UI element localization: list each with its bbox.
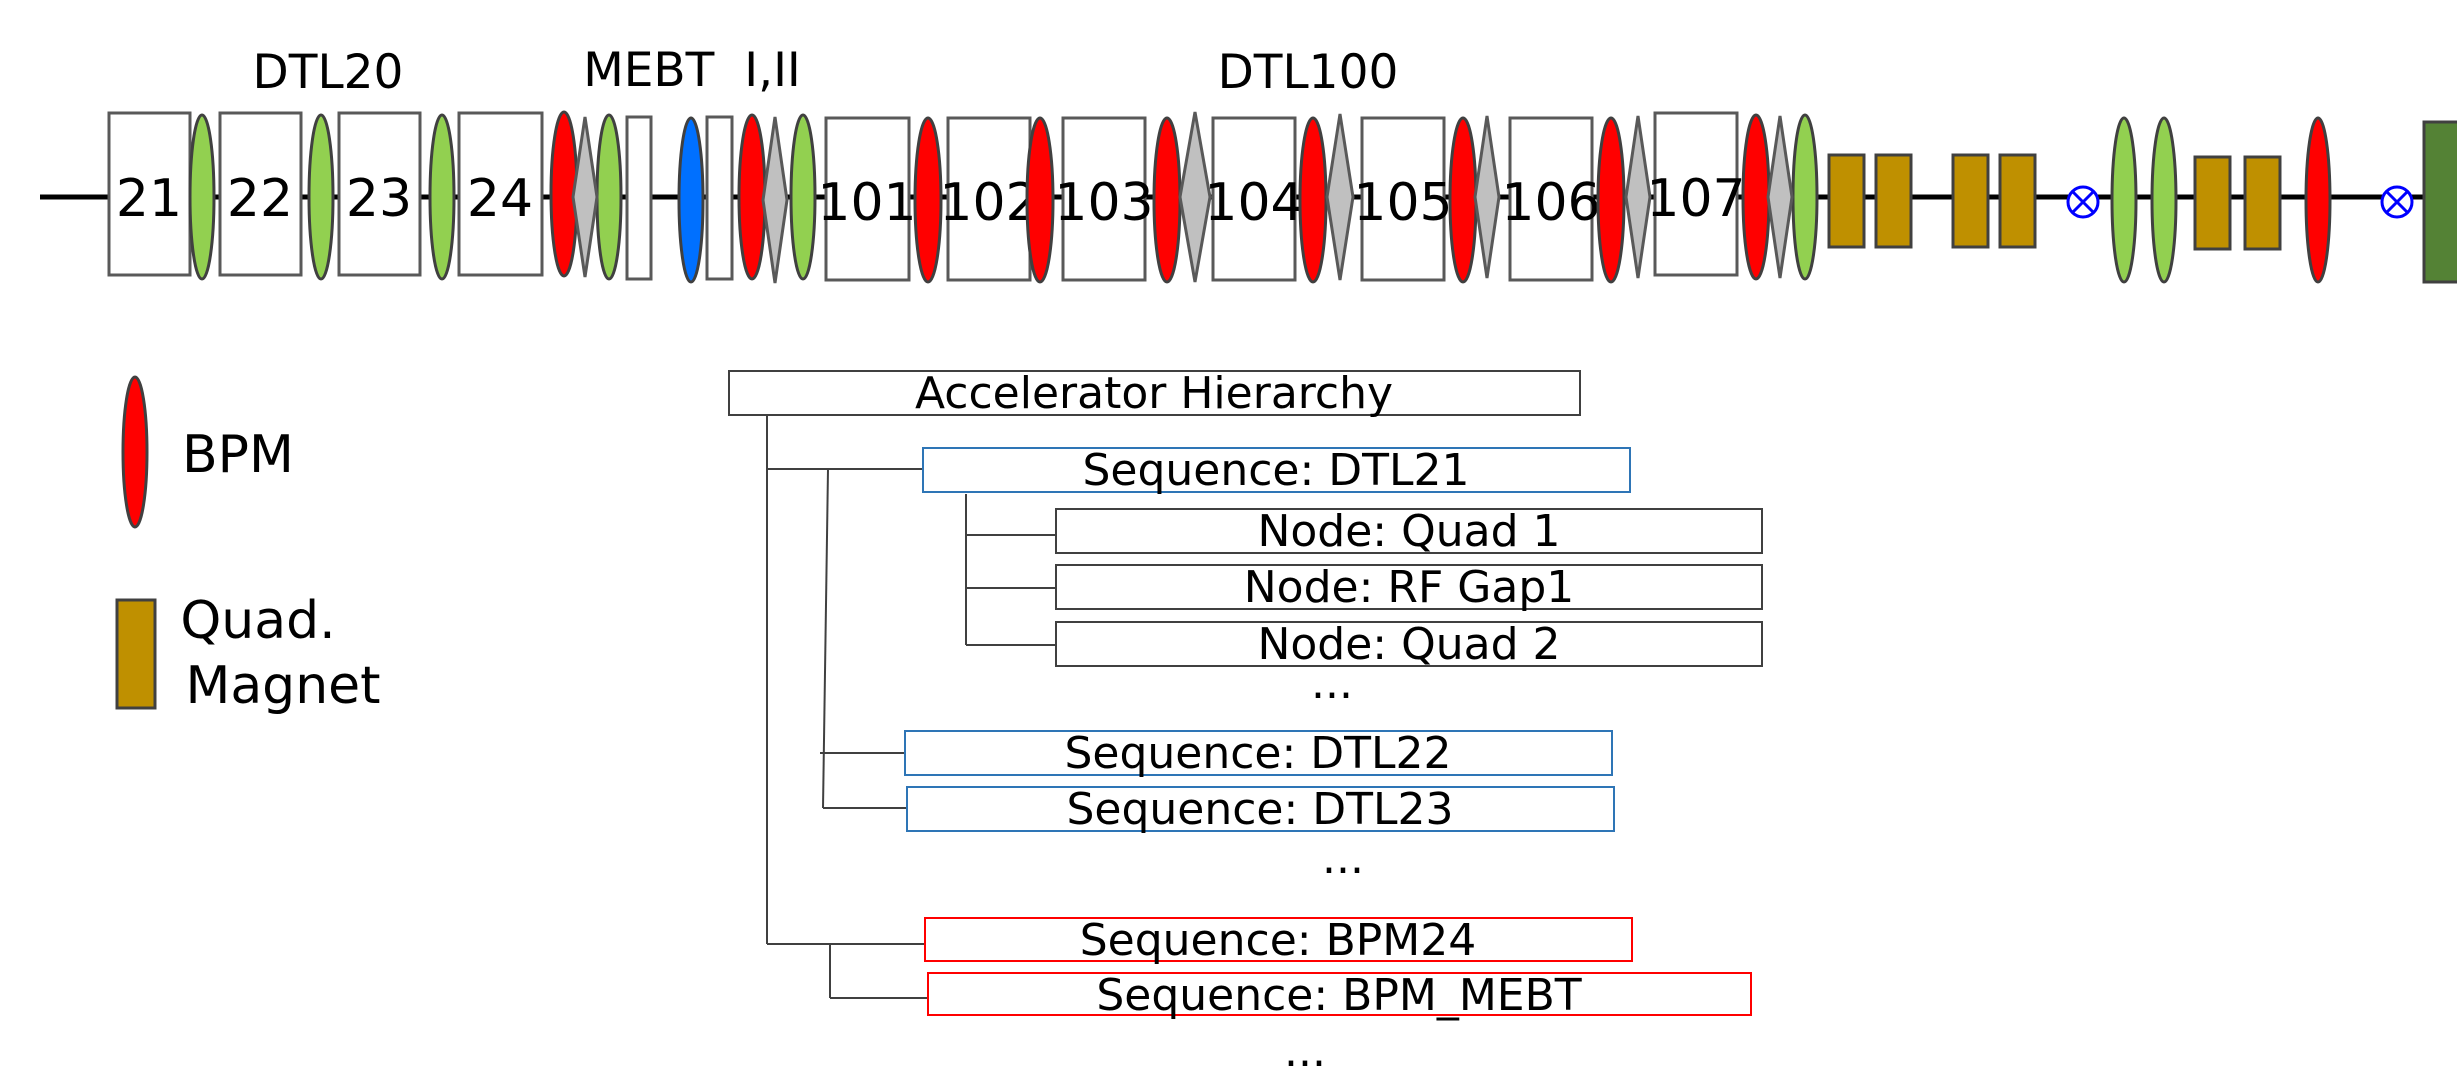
quad-magnet (2243, 155, 2282, 251)
sequence-bpm24-box (924, 917, 1633, 962)
cavity-23-box (337, 111, 422, 277)
mebt-thin-box-1 (625, 115, 653, 281)
quad-magnet (1874, 153, 1913, 249)
gray-diamond (571, 116, 599, 278)
cavity-24-box (457, 111, 544, 277)
gray-diamond (1178, 111, 1212, 283)
sequence-dtl21-box (922, 447, 1631, 493)
section-title-dtl100: DTL100 (1218, 45, 1399, 100)
node-quad1-label: Node: Quad 1 (1257, 506, 1560, 557)
bpm-marker (1025, 116, 1055, 284)
cavity-23-label: 23 (346, 169, 412, 229)
gray-diamond (761, 116, 789, 284)
sequence-dtl21-label: Sequence: DTL21 (1082, 445, 1469, 496)
mebt-thin-box-2 (705, 115, 734, 281)
sequence-dtl23-box (906, 786, 1615, 832)
bpm-marker (1596, 116, 1626, 284)
beamline: 21 22 23 24 101 102 103 104 105 106 107 (40, 110, 2457, 284)
cavity-22-box (218, 111, 303, 277)
sequences-ellipsis: ... (1322, 833, 1364, 884)
sequence-bpm-mebt-label: Sequence: BPM_MEBT (1096, 970, 1581, 1021)
tree-connectors (766, 415, 1056, 999)
section-title-dtl20: DTL20 (253, 45, 404, 100)
cavity-22-label: 22 (227, 169, 293, 229)
crossed-circle-icon (2066, 185, 2100, 219)
sequence-dtl23-label: Sequence: DTL23 (1066, 784, 1453, 835)
bpm-marker (1152, 116, 1182, 284)
cavity-104-label: 104 (1204, 173, 1303, 233)
green-element (2110, 116, 2138, 284)
cavity-107-box (1653, 111, 1739, 277)
green-element (595, 113, 623, 281)
nodes-ellipsis: ... (1311, 658, 1353, 709)
green-element (307, 113, 335, 281)
node-rfgap1-label: Node: RF Gap1 (1244, 562, 1575, 613)
node-rfgap1-box (1055, 564, 1763, 610)
quad-magnet (1827, 153, 1866, 249)
legend-bpm-label: BPM (182, 425, 294, 485)
hierarchy-root-label: Accelerator Hierarchy (915, 368, 1393, 419)
sequence-dtl22-box (904, 730, 1613, 776)
legend-bpm-icon (121, 375, 149, 529)
cavity-101-label: 101 (817, 173, 916, 233)
quad-magnet (1951, 153, 1990, 249)
blue-element (677, 116, 705, 284)
green-element (428, 113, 456, 281)
cavity-103-label: 103 (1054, 173, 1153, 233)
bpm-marker (1448, 116, 1478, 284)
cavity-105-box (1360, 116, 1446, 282)
legend-quad-label-line2: Magnet (185, 656, 380, 716)
green-element (2150, 116, 2178, 284)
sequence-bpm-mebt-box (927, 972, 1752, 1016)
cavity-102-label: 102 (939, 173, 1038, 233)
gray-diamond (1766, 115, 1794, 279)
node-quad2-label: Node: Quad 2 (1257, 619, 1560, 670)
bpm-marker (737, 113, 767, 281)
sequence-dtl22-label: Sequence: DTL22 (1064, 728, 1451, 779)
hierarchy-root-box (728, 370, 1581, 416)
gray-diamond (1624, 115, 1652, 279)
node-quad1-box (1055, 508, 1763, 554)
quad-magnet (2193, 155, 2232, 251)
cavity-106-label: 106 (1501, 173, 1600, 233)
green-element (789, 113, 817, 281)
section-title-mebt: MEBT I,II (583, 43, 801, 98)
node-quad2-box (1055, 621, 1763, 667)
cavity-107-label: 107 (1646, 169, 1745, 229)
cavity-24-label: 24 (467, 169, 533, 229)
cavity-21-label: 21 (116, 169, 182, 229)
bpm-marker (2304, 116, 2332, 284)
bpm-marker (913, 116, 943, 284)
crossed-circle-icon (2380, 185, 2414, 219)
legend-quad-label-line1: Quad. (180, 591, 335, 651)
gray-diamond (1325, 113, 1355, 281)
cavity-104-box (1211, 116, 1297, 282)
cavity-103-box (1061, 116, 1147, 282)
green-element (1791, 113, 1819, 281)
legend: BPM Quad. Magnet (115, 375, 381, 716)
bpm-marker (1298, 116, 1328, 284)
cavity-106-box (1508, 116, 1594, 282)
gray-diamond (1473, 115, 1501, 279)
sequence-bpm24-label: Sequence: BPM24 (1080, 915, 1477, 966)
legend-quad-icon (115, 598, 157, 710)
end-block (2422, 120, 2457, 284)
cavity-101-box (824, 116, 911, 282)
hierarchy-tree: Accelerator Hierarchy Sequence: DTL21 No… (728, 368, 1763, 1077)
bottom-ellipsis: ... (1284, 1026, 1326, 1077)
cavity-105-label: 105 (1353, 173, 1452, 233)
quad-magnet (1998, 153, 2037, 249)
bpm-marker (1741, 113, 1771, 281)
green-element (188, 113, 216, 281)
